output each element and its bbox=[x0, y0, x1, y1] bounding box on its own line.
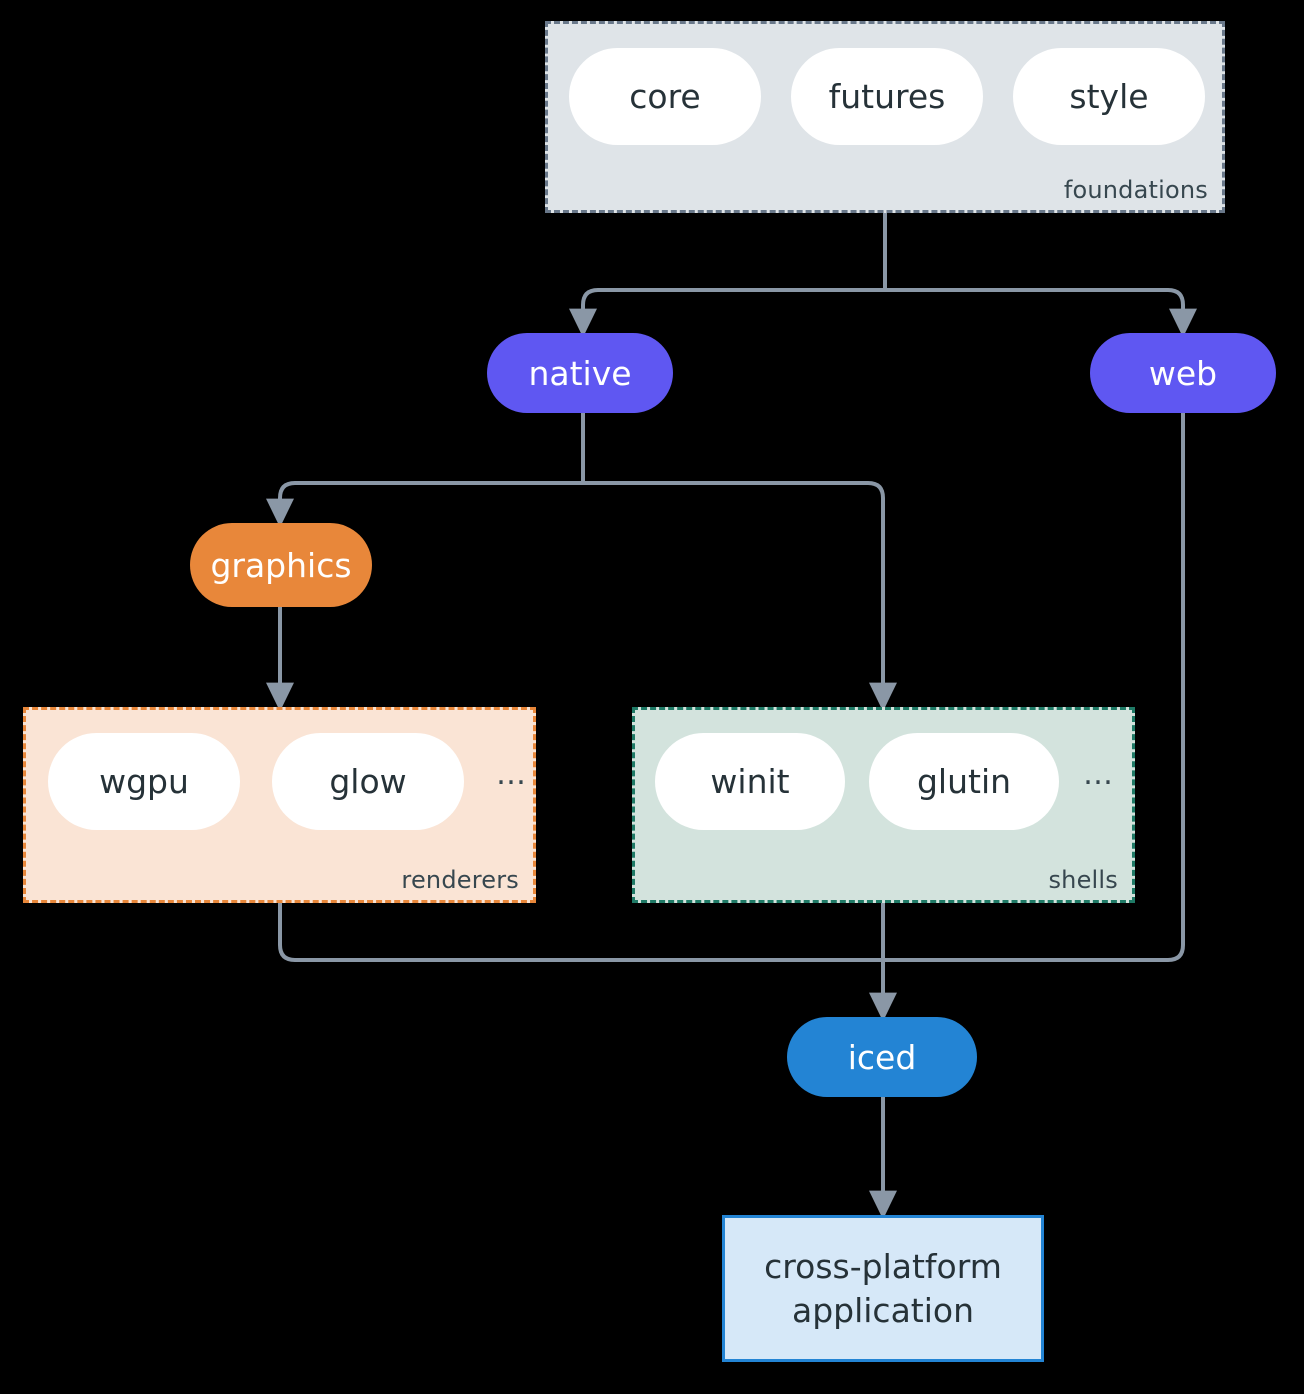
group-label-shells: shells bbox=[1048, 866, 1118, 894]
group-label-foundations: foundations bbox=[1063, 176, 1208, 204]
node-web[interactable]: web bbox=[1090, 333, 1276, 413]
application-label: cross-platform application bbox=[764, 1245, 1002, 1332]
node-cross-platform-application[interactable]: cross-platform application bbox=[722, 1215, 1044, 1362]
pill-wgpu[interactable]: wgpu bbox=[48, 733, 240, 830]
node-iced[interactable]: iced bbox=[787, 1017, 977, 1097]
node-native[interactable]: native bbox=[487, 333, 673, 413]
edge-foundations-to-web bbox=[885, 288, 1198, 338]
edge-foundations-to-native bbox=[569, 288, 885, 338]
group-foundations-items: core futures style bbox=[569, 48, 1205, 145]
edge-native-to-shells bbox=[583, 481, 898, 712]
group-shells-items: winit glutin … bbox=[655, 733, 1113, 830]
group-label-renderers: renderers bbox=[401, 866, 519, 894]
edge-native-to-graphics bbox=[266, 481, 583, 528]
pill-glutin[interactable]: glutin bbox=[869, 733, 1059, 830]
renderers-overflow-ellipsis: … bbox=[496, 756, 526, 792]
application-label-line2: application bbox=[791, 1290, 975, 1330]
pill-glow[interactable]: glow bbox=[272, 733, 464, 830]
edge-renderers-to-iced bbox=[278, 903, 883, 962]
pill-style[interactable]: style bbox=[1013, 48, 1205, 145]
pill-futures[interactable]: futures bbox=[791, 48, 983, 145]
application-label-line1: cross-platform bbox=[764, 1246, 1002, 1286]
node-graphics[interactable]: graphics bbox=[190, 523, 372, 607]
pill-core[interactable]: core bbox=[569, 48, 761, 145]
shells-overflow-ellipsis: … bbox=[1083, 756, 1113, 792]
pill-winit[interactable]: winit bbox=[655, 733, 845, 830]
group-renderers-items: wgpu glow … bbox=[48, 733, 526, 830]
